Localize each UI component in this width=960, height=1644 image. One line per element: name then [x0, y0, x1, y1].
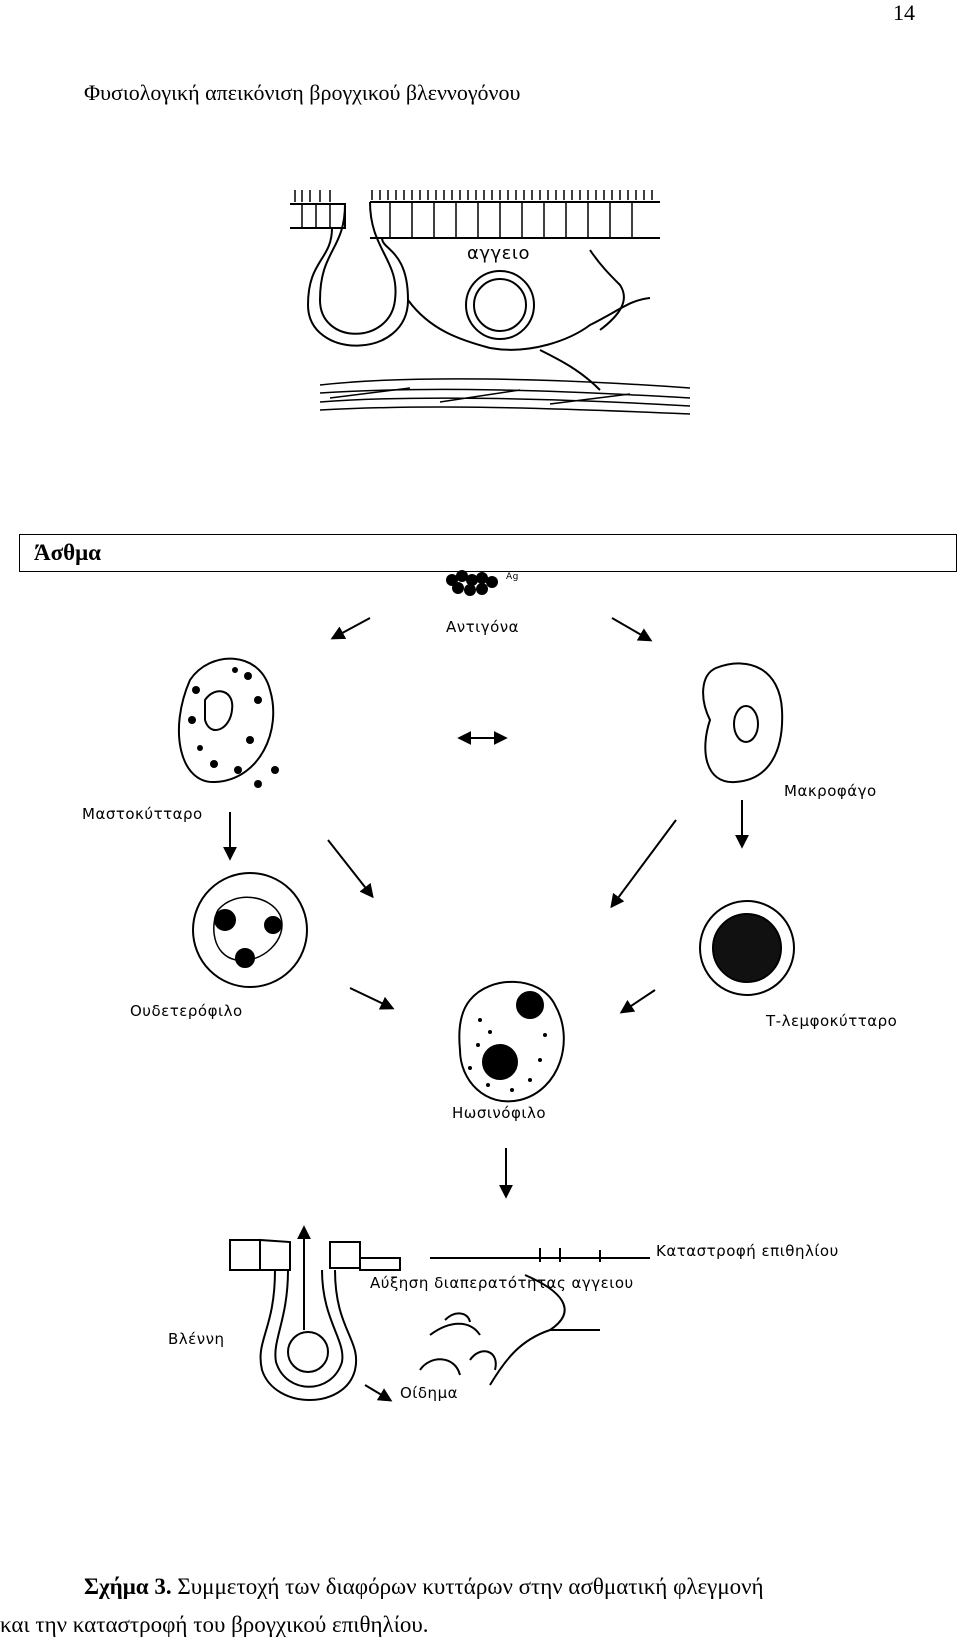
label-epithelium-damage: Καταστροφή επιθηλίου	[656, 1242, 839, 1260]
page-number: 14	[893, 0, 915, 25]
eosinophil-icon	[458, 980, 565, 1103]
label-antigen: Αντιγόνα	[446, 618, 520, 636]
normal-mucosa-illustration	[290, 190, 691, 415]
neutrophil-icon	[192, 872, 308, 988]
top-figure-title: Φυσιολογική απεικόνιση βρογχικού βλεννογ…	[84, 80, 521, 105]
label-t-lymphocyte: Τ-λεμφοκύτταρο	[766, 1012, 898, 1030]
figure-caption-line2: και την καταστροφή του βρογχικού επιθηλί…	[0, 1612, 429, 1637]
mast-cell-icon	[178, 657, 279, 788]
antigen-cluster-icon	[446, 570, 498, 596]
caption-text-1: Συμμετοχή των διαφόρων κυττάρων στην ασθ…	[177, 1574, 764, 1599]
figure-label: Σχήμα 3.	[84, 1574, 172, 1599]
figure-caption-line1: Σχήμα 3. Συμμετοχή των διαφόρων κυττάρων…	[84, 1574, 764, 1600]
label-neutrophil: Ουδετερόφιλο	[130, 1002, 243, 1020]
damaged-epithelium-drawing	[229, 1225, 650, 1402]
section-title: Άσθμα	[34, 540, 102, 565]
macrophage-icon	[702, 662, 784, 784]
vessel-label: αγγειο	[467, 243, 531, 264]
t-lymphocyte-icon	[699, 900, 795, 996]
label-eosinophil: Ηωσινόφιλο	[452, 1104, 547, 1122]
label-mast-cell: Μαστοκύτταρο	[82, 805, 203, 823]
antigen-tag: Ag	[506, 572, 519, 582]
label-edema: Οίδημα	[400, 1384, 458, 1402]
asthma-section-box: Άσθμα	[19, 534, 957, 572]
label-permeability: Αύξηση διαπερατότητας αγγειου	[370, 1274, 634, 1292]
label-macrophage: Μακροφάγο	[784, 782, 877, 800]
label-mucus: Βλέννη	[168, 1330, 225, 1348]
